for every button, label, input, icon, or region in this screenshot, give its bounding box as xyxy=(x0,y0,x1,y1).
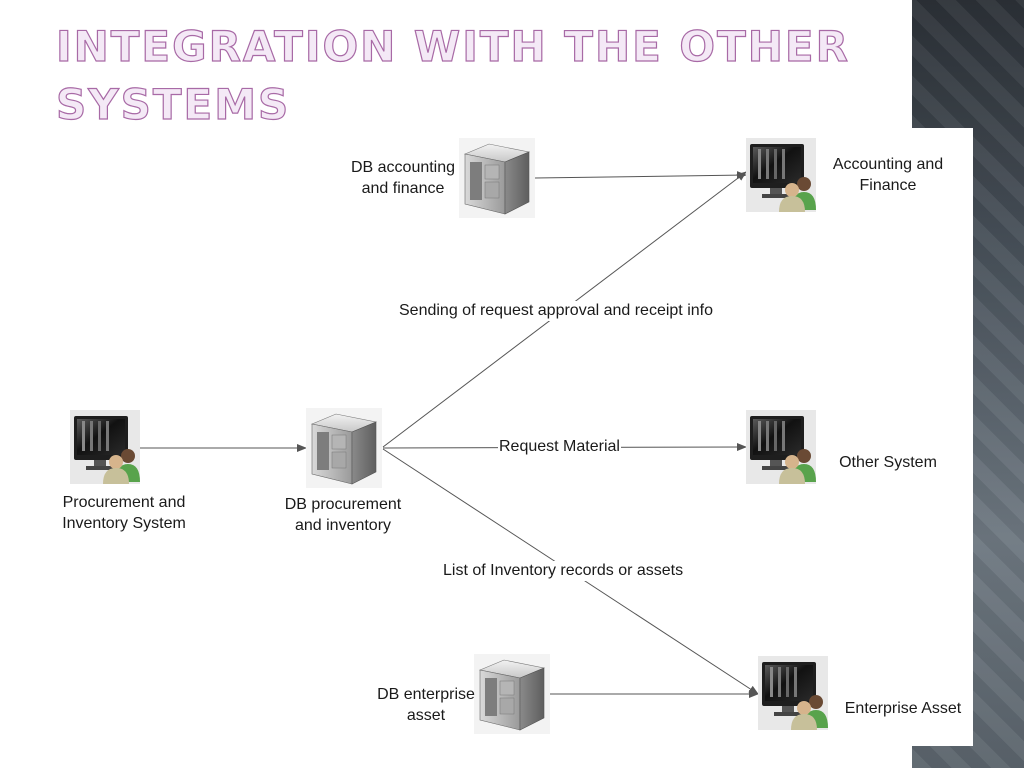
procurement-line-1: Procurement and xyxy=(62,494,186,511)
db-procurement-server-icon xyxy=(306,408,382,488)
node-label-accounting: Accounting and Finance xyxy=(822,154,954,196)
node-label-other-system: Other System xyxy=(839,454,937,471)
diagram-panel-extension xyxy=(912,128,973,746)
db-accounting-line-2: and finance xyxy=(361,180,445,197)
edge-db-accounting-to-accounting xyxy=(534,171,747,180)
slide-title: Integration with the other systems xyxy=(55,21,850,129)
accounting-workstation-icon xyxy=(746,138,816,212)
node-label-procurement: Procurement and Inventory System xyxy=(52,492,196,534)
db-enterprise-line-1: DB enterprise xyxy=(377,686,475,703)
edge-label-inventory-list: List of Inventory records or assets xyxy=(442,561,685,581)
procurement-line-2: Inventory System xyxy=(62,515,186,532)
db-accounting-server-icon xyxy=(459,138,535,218)
edge-label-request-material: Request Material xyxy=(498,437,621,457)
db-accounting-line-1: DB accounting xyxy=(350,159,456,176)
accounting-line-2: Finance xyxy=(859,177,917,194)
accounting-line-1: Accounting and xyxy=(832,156,944,173)
procurement-workstation-icon xyxy=(70,410,140,484)
other-system-workstation-icon xyxy=(746,410,816,484)
enterprise-asset-workstation-icon xyxy=(758,656,828,730)
db-procurement-line-2: and inventory xyxy=(294,517,392,534)
db-procurement-line-1: DB procurement xyxy=(284,496,402,513)
node-label-enterprise-asset: Enterprise Asset xyxy=(844,700,962,717)
node-label-db-enterprise: DB enterprise asset xyxy=(366,684,486,726)
edge-label-approval: Sending of request approval and receipt … xyxy=(398,301,714,321)
db-enterprise-line-2: asset xyxy=(406,707,446,724)
connector-lines xyxy=(140,171,759,698)
node-label-db-accounting: DB accounting and finance xyxy=(340,157,466,199)
node-label-db-procurement: DB procurement and inventory xyxy=(276,494,410,536)
